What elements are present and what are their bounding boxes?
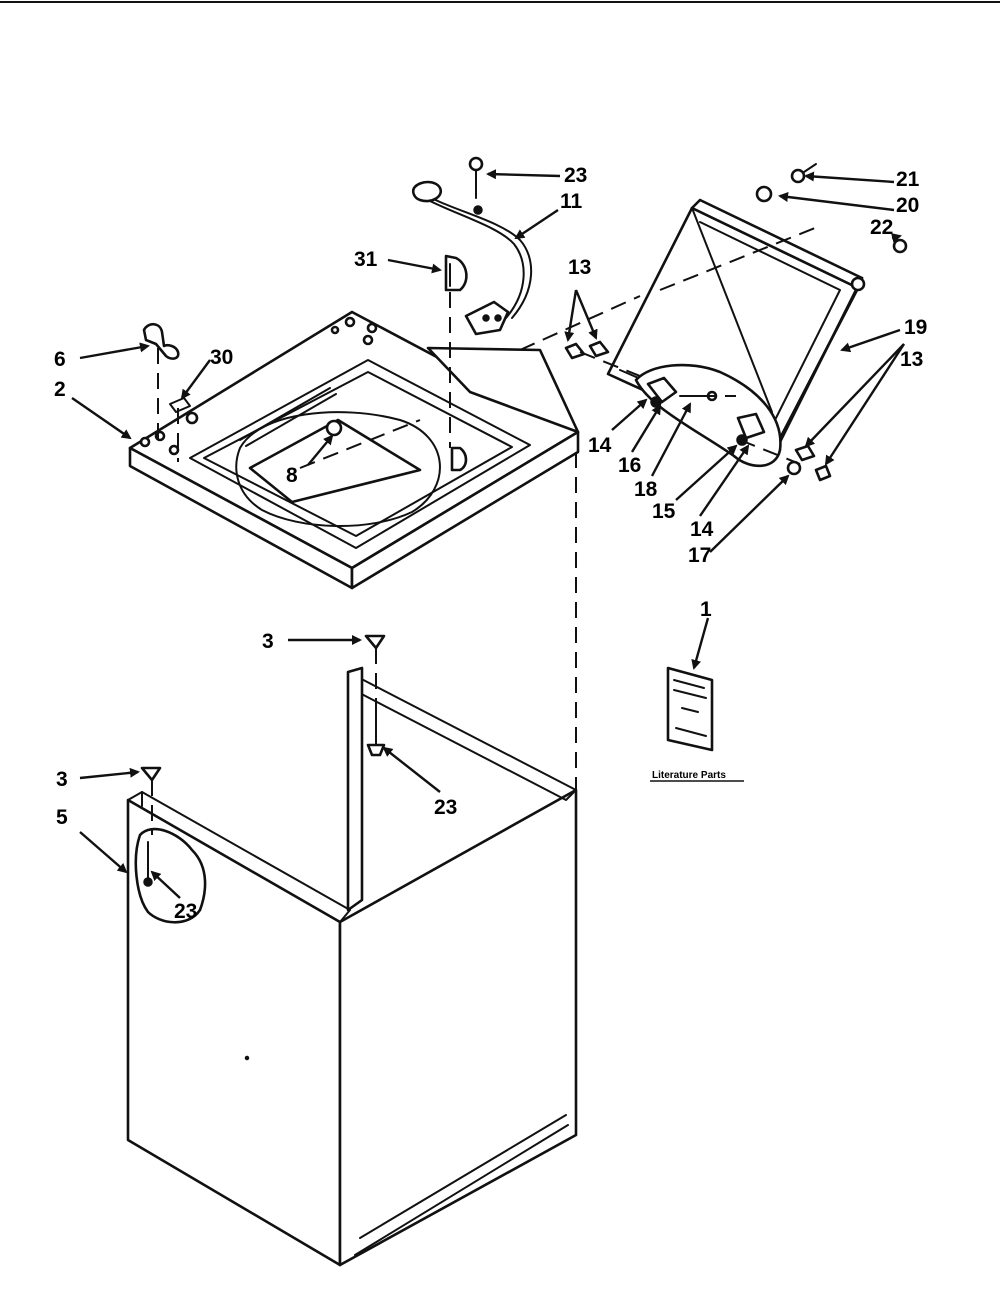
callout-13b: 13 — [900, 348, 923, 371]
callout-14b: 14 — [690, 518, 714, 541]
part-13-screw-upper-a — [564, 342, 586, 360]
part-31-bumper — [444, 254, 468, 292]
part-8-fastener — [325, 419, 343, 437]
part-23-screw-top — [468, 156, 484, 199]
callout-17: 17 — [688, 544, 711, 567]
literature-caption: Literature Parts — [652, 770, 726, 781]
callout-31: 31 — [354, 248, 378, 271]
callout-5: 5 — [56, 806, 68, 829]
part-31-bumper-installed — [450, 446, 468, 472]
part-14-washer-upper — [650, 396, 662, 408]
callout-23c: 23 — [174, 900, 197, 923]
callout-19: 19 — [904, 316, 927, 339]
callout-22: 22 — [870, 216, 893, 239]
part-16-hinge-upper — [646, 376, 678, 404]
callout-20: 20 — [896, 194, 919, 217]
cabinet — [126, 666, 578, 1267]
callout-15: 15 — [652, 500, 676, 523]
leader-arrows — [71, 169, 906, 899]
part-21-cap — [790, 168, 806, 184]
callout-1: 1 — [700, 598, 712, 621]
part-22-screw — [892, 238, 908, 254]
assembly-lines — [151, 225, 821, 835]
part-3-clip-a — [364, 634, 386, 650]
callout-3: 3 — [262, 630, 274, 653]
console-back — [426, 346, 580, 434]
callout-16: 16 — [618, 454, 641, 477]
callout-13a: 13 — [568, 256, 591, 279]
callout-23a: 23 — [564, 164, 587, 187]
part-23-screw-mid — [366, 699, 386, 757]
part-3-clip-b — [140, 766, 162, 782]
part-30-washer — [169, 397, 191, 413]
callout-2: 2 — [54, 378, 66, 401]
part-15-hinge-lower — [736, 412, 766, 440]
callout-23b: 23 — [434, 796, 457, 819]
part-13-screw-upper-b — [588, 340, 610, 358]
callout-numbers: 1 2 3 3 5 6 8 11 13 13 14 14 15 16 17 18… — [54, 164, 927, 923]
callout-30: 30 — [210, 346, 233, 369]
callout-6: 6 — [54, 348, 66, 371]
part-20-bumper — [755, 185, 773, 203]
part-13-screw-lower-b — [814, 464, 832, 482]
callout-18: 18 — [634, 478, 658, 501]
callout-21: 21 — [896, 168, 920, 191]
callout-8: 8 — [286, 464, 298, 487]
literature-parts — [666, 666, 714, 752]
callout-14a: 14 — [588, 434, 612, 457]
callout-11: 11 — [560, 190, 583, 213]
callout-3b: 3 — [56, 768, 68, 791]
part-11-harness — [419, 191, 533, 319]
part-6-bracket — [142, 322, 180, 360]
part-13-screw-lower-a — [794, 444, 816, 462]
